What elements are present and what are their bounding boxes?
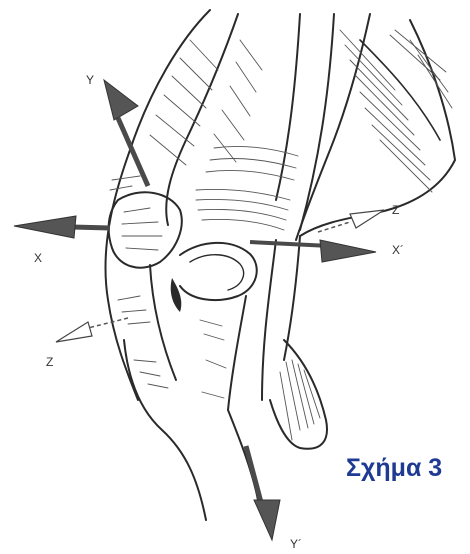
femur-shaft	[276, 14, 334, 230]
knee-illustration	[105, 10, 455, 520]
axis-arrows	[14, 80, 384, 540]
label-x-prime: X´	[392, 243, 404, 257]
thigh-outline-mid	[166, 14, 238, 225]
calf-muscle	[270, 340, 327, 449]
z-axis-shaft	[88, 318, 128, 328]
ligament-2	[262, 240, 276, 400]
patella-shading	[122, 208, 162, 250]
label-z-prime: Z´	[392, 203, 403, 217]
z-prime-axis-shaft	[318, 222, 350, 232]
y-arrowhead	[104, 80, 138, 120]
thigh-outline-left	[105, 10, 210, 400]
y-axis-shaft	[118, 118, 148, 186]
x-prime-axis-shaft	[250, 242, 330, 246]
y-prime-axis-shaft	[246, 446, 262, 506]
ligament-1	[228, 296, 246, 410]
muscle-fibers-center	[196, 146, 298, 230]
x-axis-shaft	[72, 227, 110, 228]
figure-caption: Σχήμα 3	[346, 454, 442, 482]
joint-space-shadow	[171, 278, 182, 312]
label-y-prime: Y´	[290, 537, 302, 551]
label-z: Z	[46, 355, 53, 369]
x-prime-arrowhead	[320, 240, 376, 262]
condyle-inner	[190, 255, 244, 290]
muscle-fibers-upper	[340, 30, 452, 192]
calf-fibers	[280, 360, 320, 440]
label-x: X	[34, 251, 42, 265]
label-y: Y	[86, 73, 94, 87]
thigh-outline-right	[296, 14, 370, 240]
rectus-muscle	[300, 20, 455, 236]
patella	[109, 192, 182, 267]
z-prime-arrowhead	[350, 210, 384, 228]
z-arrowhead	[56, 322, 92, 342]
x-arrowhead	[14, 216, 76, 238]
tibia-outline-right	[228, 410, 258, 500]
femoral-condyle	[180, 243, 257, 300]
y-prime-arrowhead	[254, 500, 280, 540]
tibia-outline-left	[124, 340, 206, 520]
